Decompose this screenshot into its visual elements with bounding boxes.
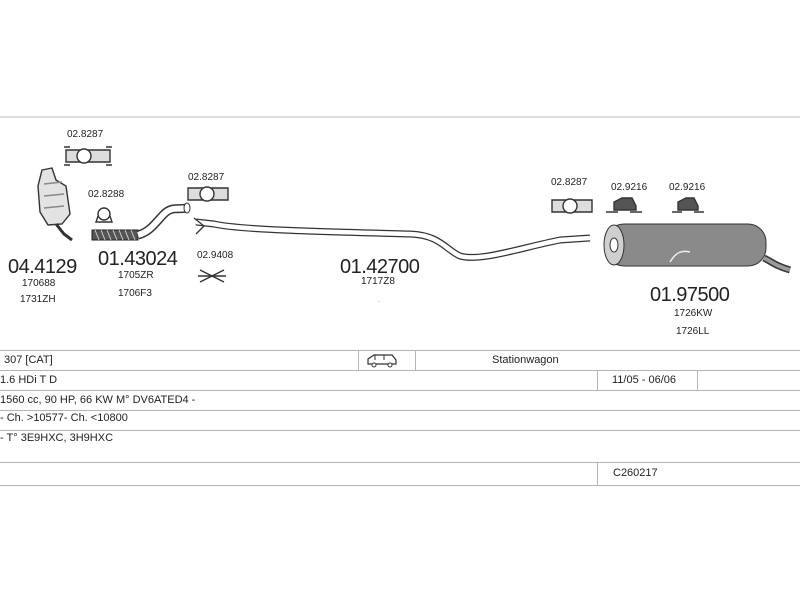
- gasket-icon: [198, 269, 226, 283]
- hanger-icon: [606, 197, 642, 213]
- spec-label: 1560 cc, 90 HP, 66 KW M° DV6ATED4 -: [0, 394, 196, 406]
- clamp-icon: [551, 198, 593, 214]
- rear-silencer-number: 01.97500: [650, 284, 730, 306]
- table-row: 1560 cc, 90 HP, 66 KW M° DV6ATED4 -: [0, 390, 800, 410]
- years-label: 11/05 - 06/06: [612, 374, 677, 386]
- table-row: - T° 3E9HXC, 3H9HXC: [0, 430, 800, 450]
- front-pipe-icon: [91, 202, 191, 241]
- table-row: 1.6 HDi T D 11/05 - 06/06: [0, 370, 800, 390]
- table-row: - Ch. >10577- Ch. <10800: [0, 410, 800, 430]
- hanger-part-number: 02.9216: [669, 182, 706, 193]
- gasket-part-number: 02.9408: [197, 250, 234, 261]
- small-clamp-icon: [95, 207, 113, 223]
- engine-label: 1.6 HDi T D: [0, 374, 58, 386]
- code-label: C260217: [613, 467, 658, 479]
- middle-pipe-number: 01.42700: [340, 256, 420, 278]
- middle-pipe-ref: 1717Z8: [361, 276, 395, 287]
- model-label: 307 [CAT]: [4, 354, 53, 366]
- cat-converter-ref: 1731ZH: [20, 294, 56, 305]
- table-row: C260217: [0, 462, 800, 486]
- clamp-part-number: 02.8287: [67, 129, 104, 140]
- chassis-label: - Ch. >10577- Ch. <10800: [0, 412, 128, 424]
- small-clamp-part-number: 02.8288: [88, 189, 125, 200]
- body-type-label: Stationwagon: [492, 354, 559, 366]
- front-pipe-number: 01.43024: [98, 248, 178, 270]
- table-row: 307 [CAT] Stationwagon: [0, 350, 800, 370]
- front-pipe-ref: 1706F3: [118, 288, 152, 299]
- car-icon: [366, 352, 398, 371]
- cat-converter-number: 04.4129: [8, 256, 77, 278]
- catalytic-converter-icon: [37, 167, 73, 242]
- rear-silencer-ref: 1726LL: [676, 326, 710, 337]
- hanger-part-number: 02.9216: [611, 182, 648, 193]
- rear-silencer-icon: [603, 223, 792, 274]
- rear-silencer-ref: 1726KW: [674, 308, 713, 319]
- clamp-icon: [187, 186, 229, 202]
- clamp-part-number: 02.8287: [551, 177, 588, 188]
- clamp-part-number: 02.8287: [188, 172, 225, 183]
- hanger-icon: [672, 197, 704, 213]
- front-pipe-ref: 1705ZR: [118, 270, 154, 281]
- cat-converter-ref: 170688: [22, 278, 56, 289]
- clamp-icon: [64, 146, 112, 166]
- vehicle-info-table: 307 [CAT] Stationwagon 1.6 HDi T D 11/05…: [0, 350, 800, 490]
- middle-pipe-icon: [193, 217, 591, 261]
- type-label: - T° 3E9HXC, 3H9HXC: [0, 432, 114, 444]
- svg-text:.: .: [378, 298, 380, 304]
